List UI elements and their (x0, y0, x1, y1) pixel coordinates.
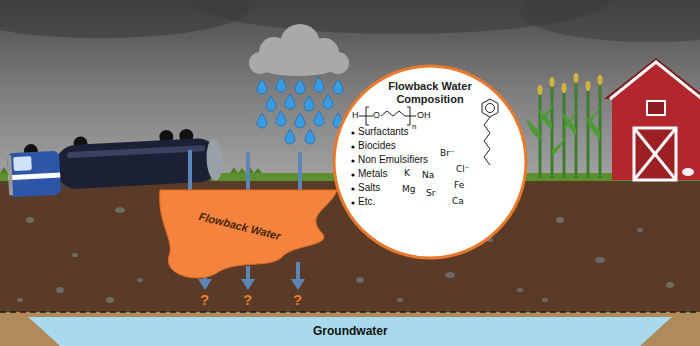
groundwater-band: Groundwater (0, 314, 700, 346)
question-mark: ? (293, 291, 302, 308)
bullet-item: Salts (358, 182, 380, 194)
groundwater-label: Groundwater (313, 325, 388, 339)
rain-cloud (249, 24, 349, 76)
ion-label: Cl⁻ (456, 164, 470, 174)
chemical-atom: H (352, 110, 359, 120)
question-mark: ? (243, 291, 252, 308)
ion-label: Na (422, 170, 434, 180)
chemical-atom: O (373, 110, 380, 120)
bullet-item: Metals (358, 168, 387, 180)
ion-label: Br⁻ (440, 148, 455, 158)
ion-label: Sr (426, 188, 435, 198)
bullet-item: Surfactants (358, 126, 409, 138)
rain-drops (257, 77, 343, 144)
bullet-item: Non Emulsifiers (358, 154, 428, 166)
overturned-tanker-truck (6, 127, 224, 197)
ion-label: Ca (452, 196, 464, 206)
flowback-plume: Flowback Water (155, 186, 340, 281)
barn (604, 58, 700, 180)
bullet-item: Etc. (358, 196, 375, 208)
chemical-group: OH (417, 110, 431, 120)
chemical-subscript: n (412, 122, 416, 131)
callout-heading: Flowback Water Composition (380, 80, 480, 105)
ion-label: K (404, 168, 410, 178)
ion-label: Mg (402, 184, 415, 194)
composition-callout: Flowback Water CompositionH O OHnSurfactan… (332, 64, 528, 260)
question-mark: ? (200, 291, 209, 308)
corn-field (526, 73, 604, 178)
bullet-item: Biocides (358, 140, 396, 152)
ion-label: Fe (454, 180, 464, 190)
